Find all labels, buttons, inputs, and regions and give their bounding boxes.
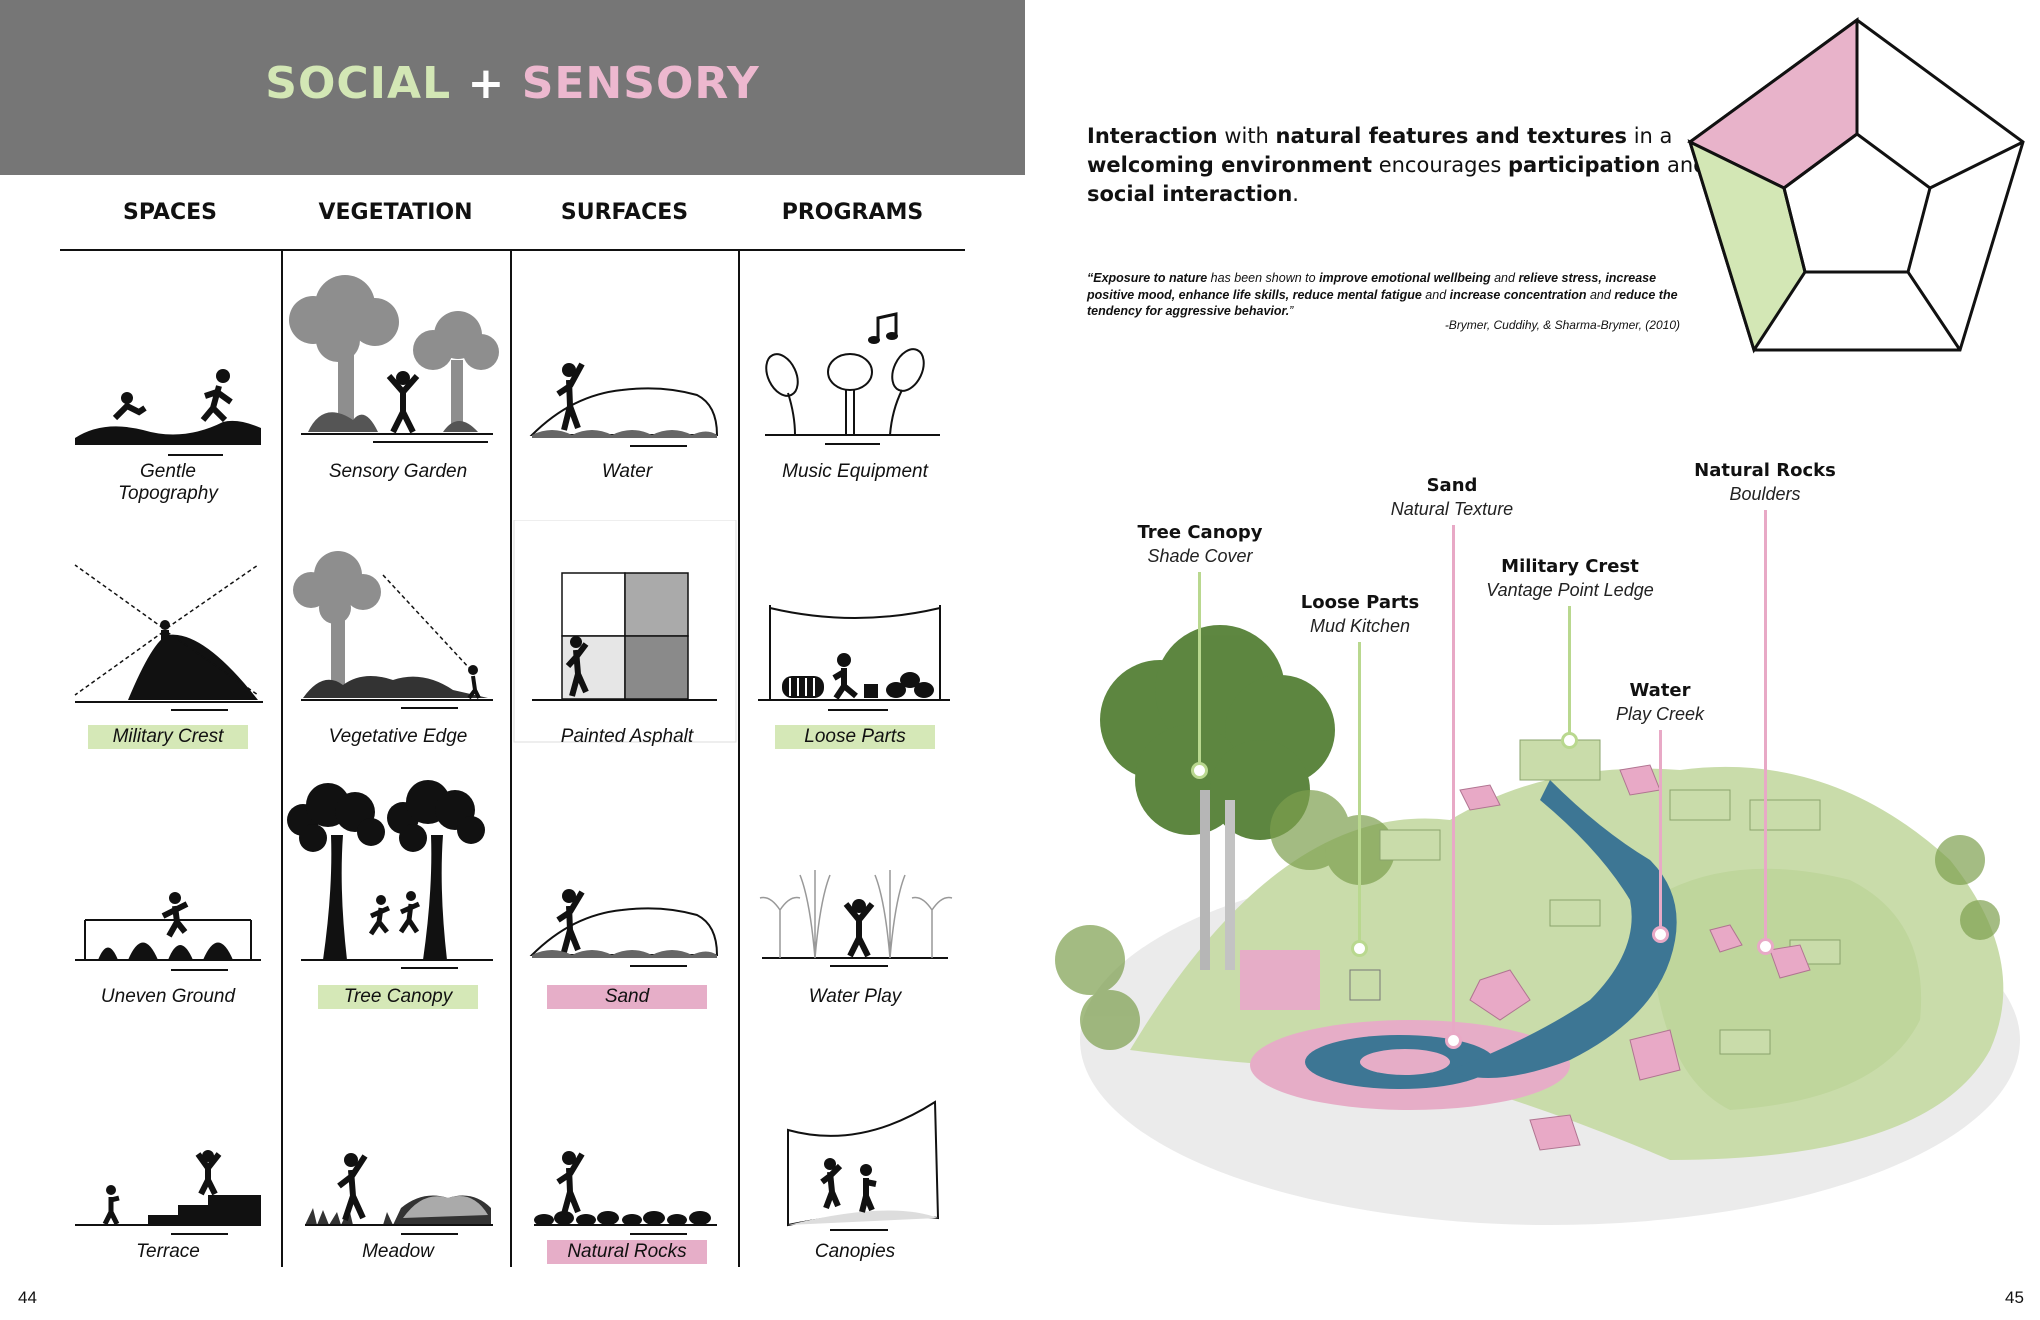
callout-title-natural-rocks: Natural Rocks bbox=[1694, 460, 1836, 481]
callout-leader bbox=[1452, 525, 1455, 1035]
cell-label: Sand bbox=[547, 985, 707, 1009]
grid-cell: Tree Canopy bbox=[283, 780, 513, 1040]
column-header-programs: PROGRAMS bbox=[781, 200, 924, 225]
callout-title-sand: Sand bbox=[1426, 475, 1478, 496]
callout-subtitle-natural-rocks: Boulders bbox=[1729, 484, 1801, 504]
cell-label: Tree Canopy bbox=[318, 985, 478, 1009]
callout-subtitle-sand: Natural Texture bbox=[1390, 499, 1514, 519]
intro-paragraph: Interaction with natural features and te… bbox=[1087, 124, 1707, 206]
grid-cell: Water bbox=[512, 260, 742, 520]
callout-marker bbox=[1351, 940, 1368, 957]
cell-label: Canopies bbox=[814, 1241, 896, 1262]
grid-cell: Sand bbox=[512, 780, 742, 1040]
grid-cell: Water Play bbox=[740, 780, 970, 1040]
grid-cell: Uneven Ground bbox=[53, 780, 283, 1040]
callout-subtitle-loose-parts: Mud Kitchen bbox=[1309, 616, 1411, 636]
cell-label: Meadow bbox=[362, 1241, 434, 1262]
tree-edge-view-icon bbox=[293, 551, 493, 709]
grid-cell: Gentle Topography bbox=[53, 260, 283, 520]
callout-leader bbox=[1198, 572, 1201, 766]
callout-title-military-crest: Military Crest bbox=[1501, 556, 1639, 577]
callout-subtitle-tree-canopy: Shade Cover bbox=[1147, 546, 1253, 566]
column-divider bbox=[738, 250, 740, 1267]
page-number-left: 44 bbox=[18, 1288, 37, 1307]
callout-title-loose-parts: Loose Parts bbox=[1300, 592, 1420, 613]
cell-label: Vegetative Edge bbox=[328, 726, 468, 747]
callout-leader bbox=[1764, 510, 1767, 942]
callout-marker bbox=[1561, 732, 1578, 749]
tires-and-logs-icon bbox=[758, 605, 950, 711]
header-divider bbox=[60, 249, 965, 251]
cell-label: Natural Rocks bbox=[547, 1240, 707, 1264]
cell-label: Painted Asphalt bbox=[560, 726, 694, 747]
callout-marker bbox=[1652, 926, 1669, 943]
cell-label: Uneven Ground bbox=[100, 986, 236, 1007]
rocks-row-icon bbox=[534, 1151, 717, 1235]
sand-dunes-icon bbox=[529, 889, 719, 967]
fountain-jets-icon bbox=[759, 870, 953, 967]
grid-cell: Painted Asphalt bbox=[512, 520, 742, 780]
music-note-icon bbox=[765, 312, 940, 445]
title-plus: + bbox=[467, 58, 506, 109]
cell-label: Gentle Topography bbox=[118, 461, 218, 504]
callout-leader bbox=[1568, 606, 1571, 736]
canopy-shelter-icon bbox=[787, 1100, 940, 1231]
callout-subtitle-military-crest: Vantage Point Ledge bbox=[1486, 580, 1654, 600]
grid-cell: Loose Parts bbox=[740, 520, 970, 780]
grid-cell: Sensory Garden bbox=[283, 260, 513, 520]
title-sensory: SENSORY bbox=[521, 58, 760, 109]
grid-cell: Canopies bbox=[740, 1040, 970, 1300]
callout-title-tree-canopy: Tree Canopy bbox=[1137, 522, 1263, 543]
cell-label: Music Equipment bbox=[782, 461, 928, 482]
title-banner bbox=[0, 0, 1025, 175]
page-number-right: 45 bbox=[2005, 1288, 2024, 1307]
quote-citation: -Brymer, Cuddihy, & Sharma-Brymer, (2010… bbox=[1444, 318, 1680, 332]
column-header-vegetation: VEGETATION bbox=[318, 200, 473, 225]
cell-label: Sensory Garden bbox=[328, 461, 468, 482]
cell-label: Water Play bbox=[808, 986, 902, 1007]
callout-leader bbox=[1659, 730, 1662, 930]
cell-label: Water bbox=[601, 461, 653, 482]
column-header-surfaces: SURFACES bbox=[560, 200, 689, 225]
callout-leader bbox=[1358, 642, 1361, 946]
grid-cell: Military Crest bbox=[53, 520, 283, 780]
meadow-grass-icon bbox=[305, 1153, 493, 1235]
grid-cell: Meadow bbox=[283, 1040, 513, 1300]
painted-squares-icon bbox=[513, 520, 737, 743]
trees-and-shrubs-icon bbox=[289, 275, 499, 443]
callout-marker bbox=[1191, 762, 1208, 779]
water-waves-icon bbox=[529, 362, 719, 447]
playground-illustration bbox=[1055, 625, 2020, 1225]
tree-canopy-icon bbox=[287, 780, 493, 969]
callout-title-water: Water bbox=[1629, 680, 1691, 701]
callout-marker bbox=[1445, 1032, 1462, 1049]
mounds-walker-icon bbox=[75, 892, 261, 971]
page-title: SOCIAL + SENSORY bbox=[0, 58, 1025, 109]
pentagon-diagram bbox=[1687, 17, 2025, 354]
steps-terrace-icon bbox=[75, 1150, 261, 1235]
figures-on-hills-icon bbox=[75, 369, 261, 456]
title-social: SOCIAL bbox=[265, 58, 452, 109]
research-quote: “Exposure to nature has been shown to im… bbox=[1087, 271, 1678, 318]
grid-cell: Natural Rocks bbox=[512, 1040, 742, 1300]
column-divider bbox=[510, 250, 512, 1267]
cell-label: Loose Parts bbox=[775, 725, 935, 749]
cell-label: Military Crest bbox=[88, 725, 248, 749]
column-divider bbox=[281, 250, 283, 1267]
callout-marker bbox=[1757, 938, 1774, 955]
grid-cell: Music Equipment bbox=[740, 260, 970, 520]
hill-lookout-icon bbox=[74, 564, 263, 711]
grid-cell: Vegetative Edge bbox=[283, 520, 513, 780]
column-header-spaces: SPACES bbox=[123, 200, 217, 225]
callout-subtitle-water: Play Creek bbox=[1615, 704, 1705, 724]
grid-cell: Terrace bbox=[53, 1040, 283, 1300]
cell-label: Terrace bbox=[136, 1241, 200, 1262]
